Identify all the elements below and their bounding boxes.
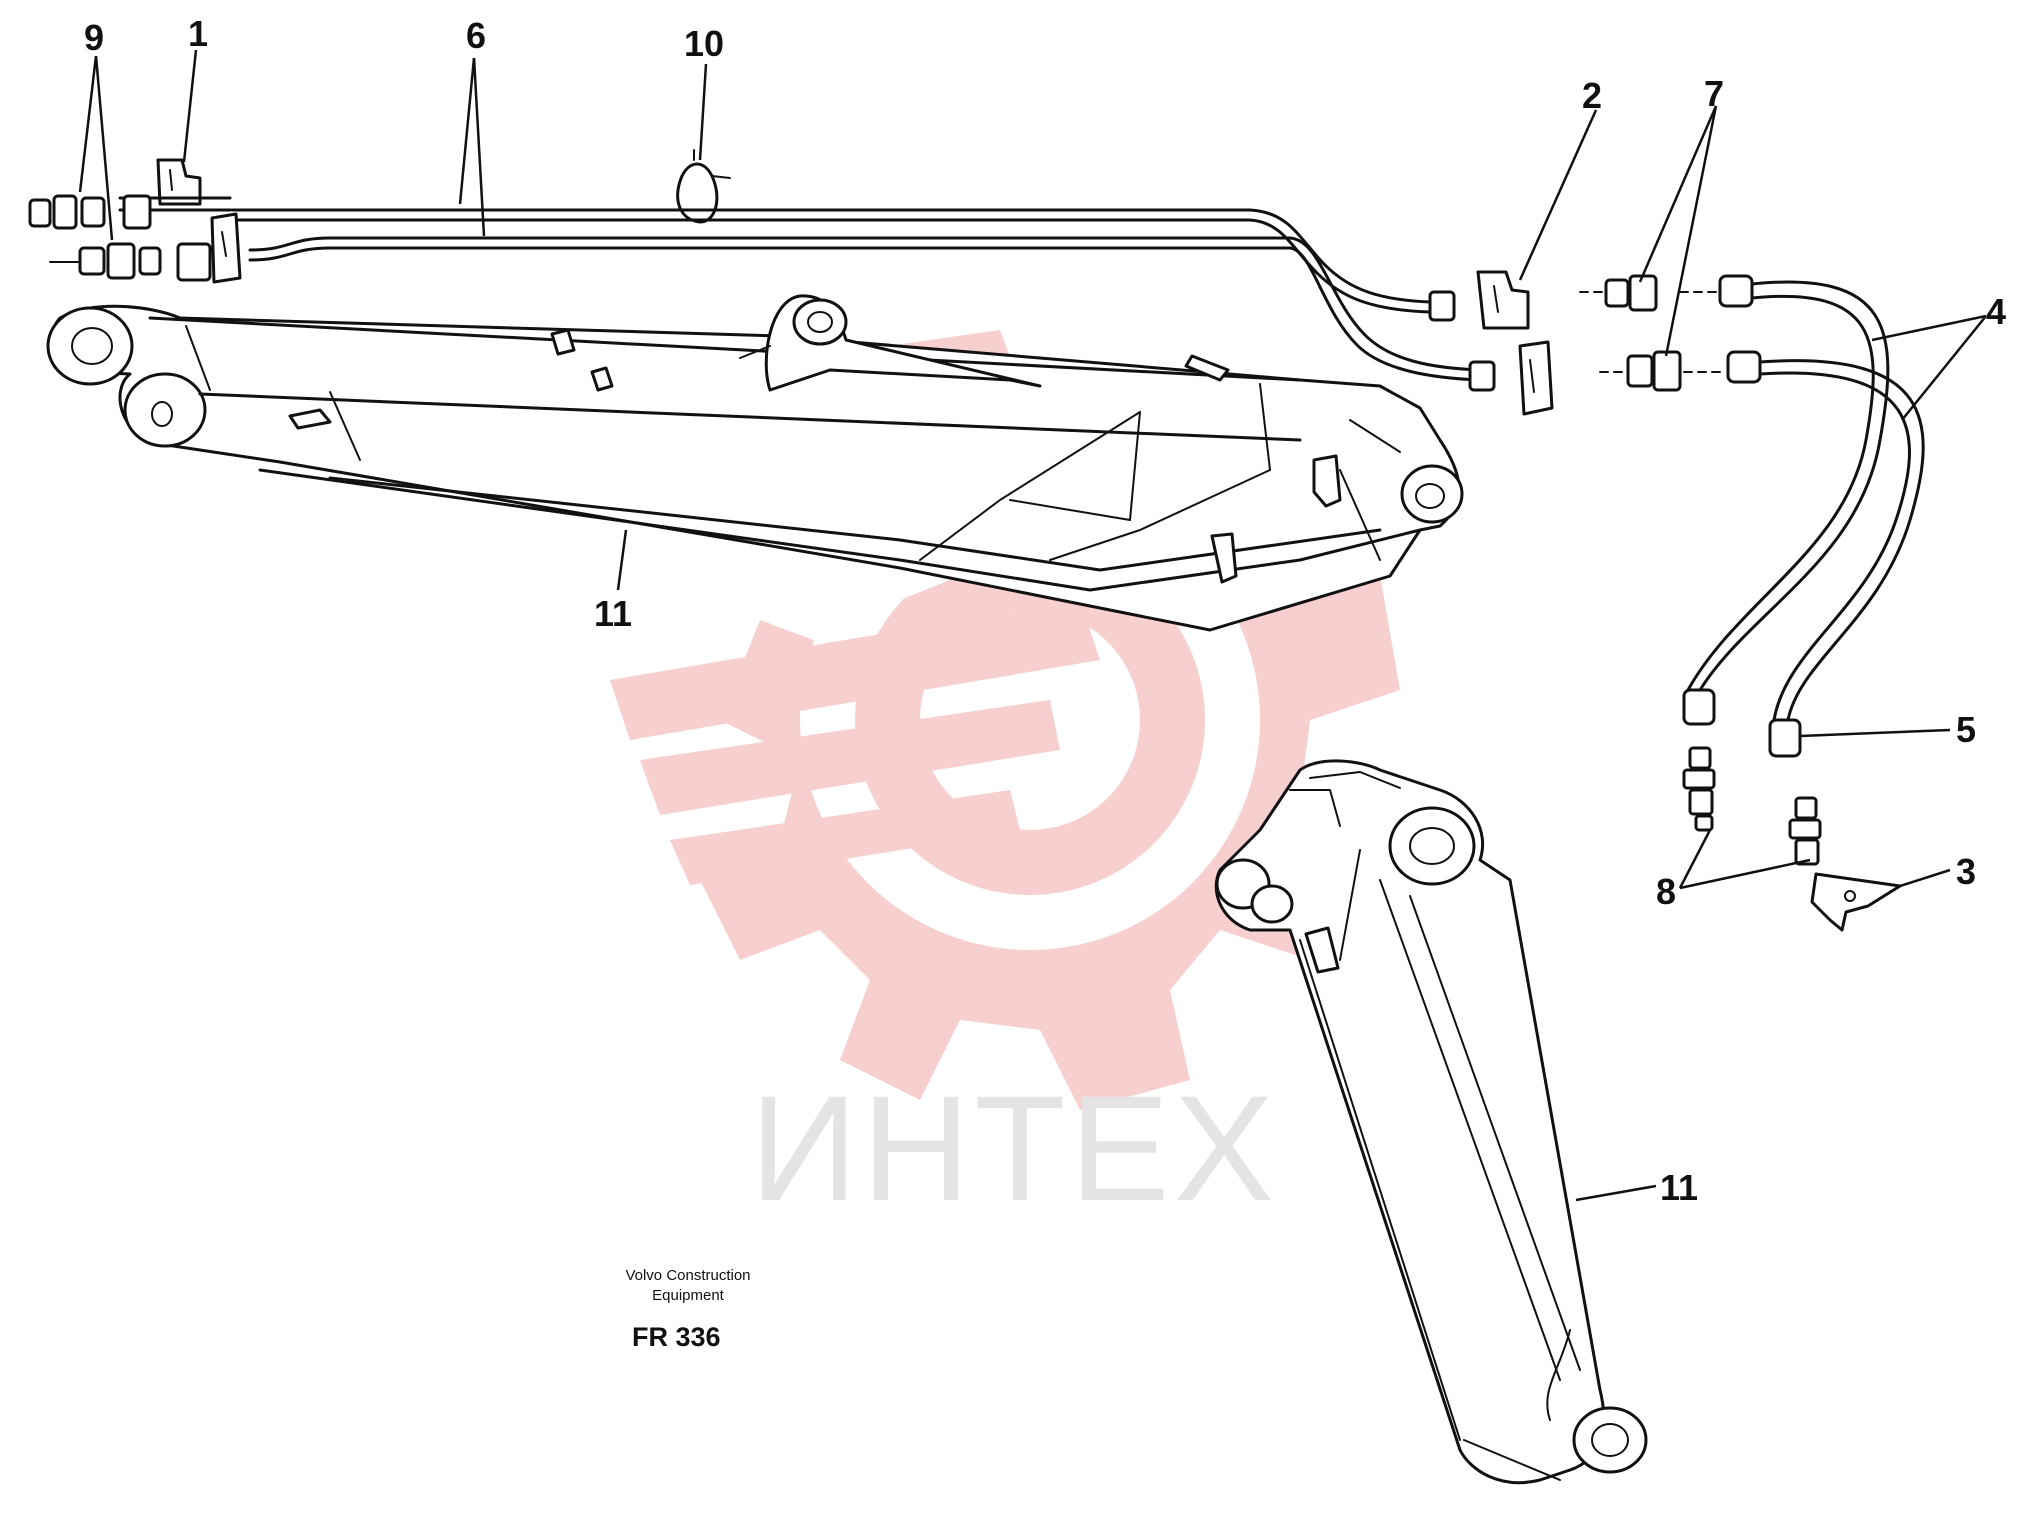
callout-9: 9 [84,17,104,58]
callout-4: 4 [1986,291,2006,332]
callouts: 9 1 6 10 2 7 4 5 3 8 11 11 [84,13,2006,1208]
hydraulic-hoses [1682,274,1925,932]
left-brackets [28,158,242,284]
figure-code: FR 336 [632,1322,721,1352]
callout-2: 2 [1582,75,1602,116]
pipe-clamp [676,149,731,224]
callout-3: 3 [1956,851,1976,892]
leader-lines [78,49,1987,1202]
callout-11-long-arm: 11 [594,593,632,634]
callout-1: 1 [188,13,208,54]
callout-7: 7 [1704,73,1724,114]
short-arm [1214,759,1648,1485]
watermark-text: ИНТЕХ [750,1064,1278,1232]
caption-line-2: Equipment [652,1287,725,1304]
right-brackets [1476,270,1727,416]
caption: Volvo Construction Equipment FR 336 [625,1267,750,1352]
callout-6: 6 [466,15,486,56]
hydraulic-pipes [230,208,1496,392]
callout-8: 8 [1656,871,1676,912]
long-arm [46,294,1464,632]
callout-10: 10 [684,23,724,64]
callout-11-short-arm: 11 [1660,1167,1698,1208]
caption-line-1: Volvo Construction [625,1267,750,1284]
callout-5: 5 [1956,709,1976,750]
